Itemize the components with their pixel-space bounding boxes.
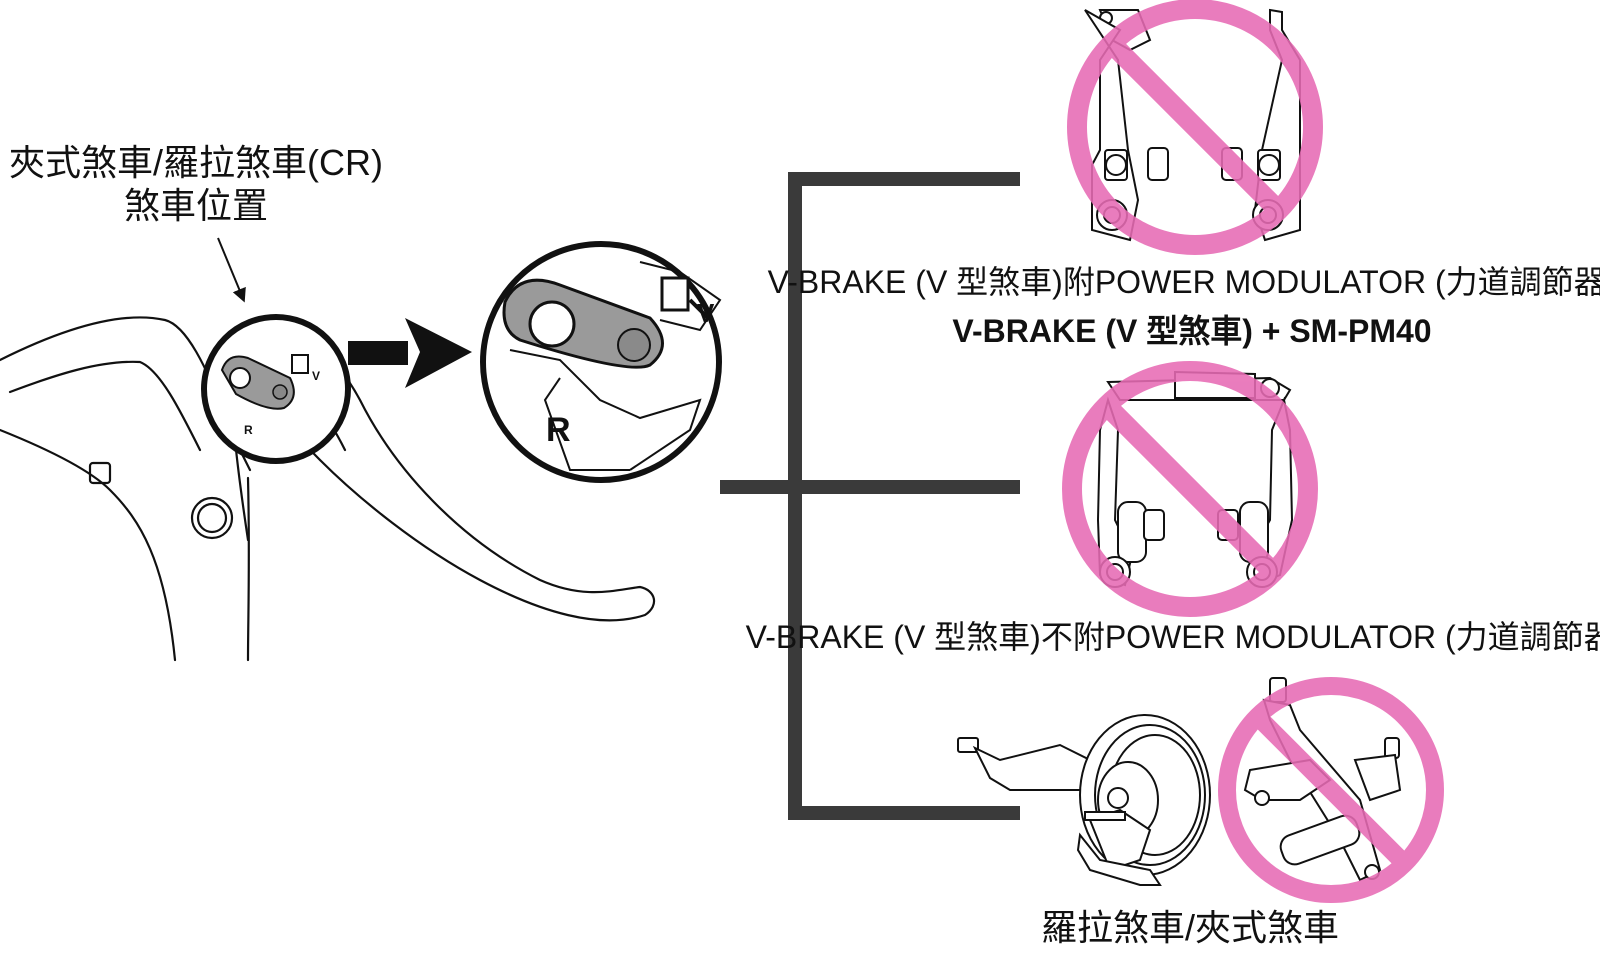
small-v-mark: V <box>312 369 320 383</box>
small-r-mark: R <box>244 423 253 437</box>
large-v-mark: V <box>697 298 715 328</box>
brake-3-label: 羅拉煞車/夾式煞車 <box>1041 907 1339 948</box>
zoom-arrow <box>348 318 472 388</box>
callout-line-2: 煞車位置 <box>124 185 268 226</box>
selection-bracket <box>720 172 1020 820</box>
large-r-mark: R <box>546 411 571 449</box>
brake-1-label-alt: V-BRAKE (V 型煞車) + SM-PM40 <box>952 313 1431 349</box>
lever-body-bottom <box>0 428 177 662</box>
lever-body-rear <box>246 476 250 662</box>
brake-2-label: V-BRAKE (V 型煞車)不附POWER MODULATOR (力道調節器) <box>746 619 1600 655</box>
adjuster-bolt <box>88 461 112 485</box>
pivot-inner <box>196 502 228 534</box>
roller-brake <box>957 714 1211 886</box>
callout-arrow <box>217 237 246 303</box>
brake-1-label: V-BRAKE (V 型煞車)附POWER MODULATOR (力道調節器) <box>768 264 1600 300</box>
prohibition-icon-2 <box>1062 361 1318 617</box>
detail-circle-large: R V <box>480 241 722 483</box>
lever-body-inner <box>8 360 202 452</box>
prohibition-icon-1 <box>1067 0 1323 255</box>
lever-blade <box>260 343 656 622</box>
detail-circle-small: R V <box>201 314 351 464</box>
pivot-outer <box>190 496 234 540</box>
prohibition-icon-3 <box>1218 677 1444 903</box>
callout-line-1: 夾式煞車/羅拉煞車(CR) <box>9 142 383 183</box>
